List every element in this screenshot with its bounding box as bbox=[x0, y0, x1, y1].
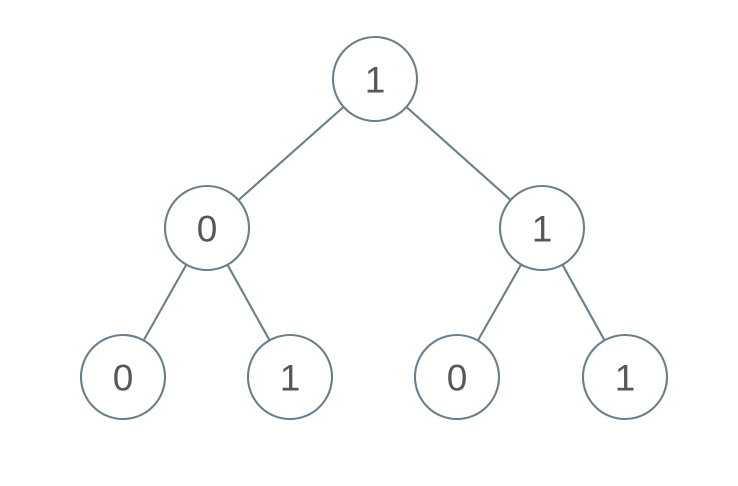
node-label-n-rl: 0 bbox=[447, 358, 468, 399]
tree-edge-n-r-to-n-rr bbox=[561, 263, 606, 342]
tree-node-n-ll[interactable]: 0 bbox=[79, 333, 167, 421]
tree-node-n-r[interactable]: 1 bbox=[498, 184, 586, 272]
tree-node-n-l[interactable]: 0 bbox=[163, 184, 251, 272]
tree-node-n-lr[interactable]: 1 bbox=[246, 333, 334, 421]
node-label-n-r: 1 bbox=[532, 209, 553, 250]
node-circle-root[interactable] bbox=[331, 35, 419, 123]
node-circle-n-rl[interactable] bbox=[413, 333, 501, 421]
tree-edge-n-l-to-n-lr bbox=[226, 263, 271, 342]
node-label-n-lr: 1 bbox=[280, 358, 301, 399]
node-circle-n-l[interactable] bbox=[163, 184, 251, 272]
node-label-root: 1 bbox=[365, 60, 386, 101]
tree-node-root[interactable]: 1 bbox=[331, 35, 419, 123]
tree-edge-n-r-to-n-rl bbox=[476, 263, 523, 342]
node-label-n-ll: 0 bbox=[113, 358, 134, 399]
node-label-n-rr: 1 bbox=[615, 358, 636, 399]
tree-edge-root-to-n-l bbox=[237, 105, 345, 202]
tree-edge-root-to-n-r bbox=[405, 105, 512, 202]
tree-node-n-rl[interactable]: 0 bbox=[413, 333, 501, 421]
node-circle-n-r[interactable] bbox=[498, 184, 586, 272]
node-label-n-l: 0 bbox=[197, 209, 218, 250]
node-circle-n-ll[interactable] bbox=[79, 333, 167, 421]
tree-edge-n-l-to-n-ll bbox=[142, 263, 188, 342]
node-circle-n-rr[interactable] bbox=[581, 333, 669, 421]
node-circle-n-lr[interactable] bbox=[246, 333, 334, 421]
tree-nodes-group: 1 0 1 0 1 0 1 bbox=[79, 35, 669, 421]
tree-edges-group bbox=[142, 105, 606, 342]
tree-node-n-rr[interactable]: 1 bbox=[581, 333, 669, 421]
